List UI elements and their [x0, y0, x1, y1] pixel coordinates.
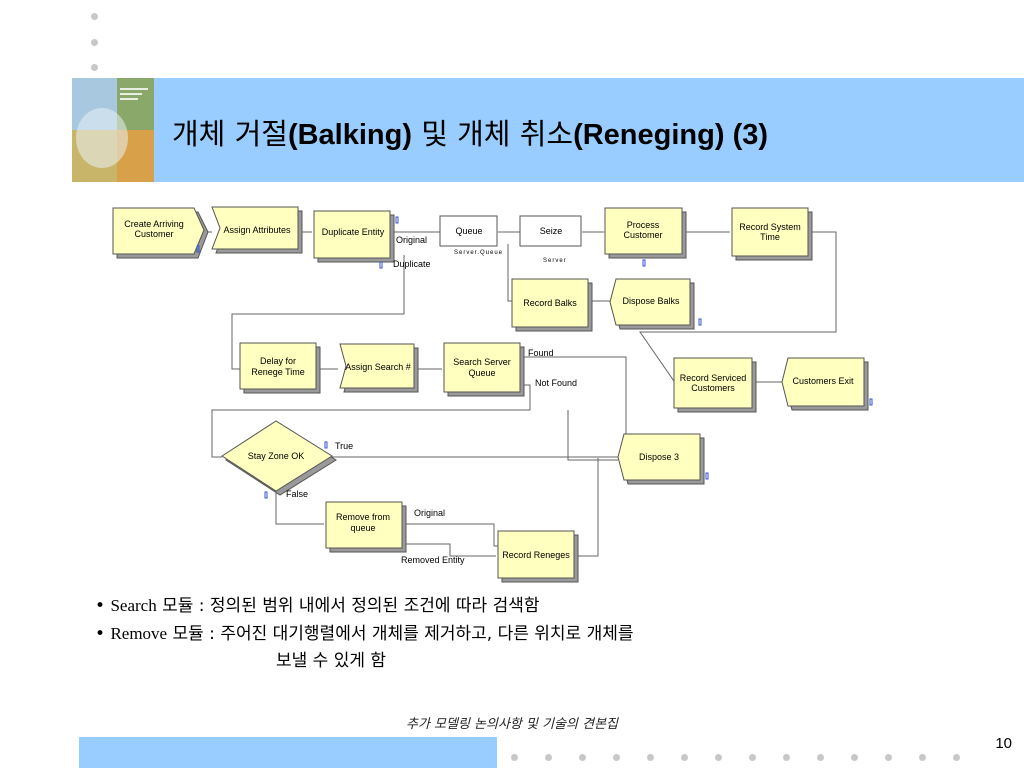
slide-title: 개체 거절(Balking) 및 개체 취소(Reneging) (3) [172, 117, 769, 151]
module-assign-search: Assign Search # [345, 362, 411, 372]
title-bar [72, 78, 1024, 182]
label-not-found: Not Found [535, 378, 577, 388]
bullet-search: • Search 모듈 : 정의된 범위 내에서 정의된 조건에 따라 검색함 [95, 596, 540, 616]
footer-caption: 추가 모델링 논의사항 및 기술의 견본집 [405, 717, 619, 732]
decor-dot [953, 754, 960, 761]
module-dispose-balks: Dispose Balks [622, 296, 680, 306]
decor-dot [715, 754, 722, 761]
module-record-reneges: Record Reneges [502, 550, 570, 560]
decor-dot [817, 754, 824, 761]
decor-dot [885, 754, 892, 761]
module-customers-exit: Customers Exit [792, 376, 854, 386]
label-true: True [335, 441, 353, 451]
decor-dot [91, 64, 98, 71]
module-assign-attributes: Assign Attributes [223, 225, 291, 235]
module-dispose-3: Dispose 3 [639, 452, 679, 462]
decor-dot [783, 754, 790, 761]
module-stay-zone-ok: Stay Zone OK [248, 451, 305, 461]
decor-dot [511, 754, 518, 761]
module-seize: Seize [540, 226, 563, 236]
label-removed-entity: Removed Entity [401, 555, 465, 565]
decor-dot [91, 13, 98, 20]
footer-bar [79, 737, 497, 768]
bullet-remove-cont: 보낼 수 있게 함 [276, 651, 387, 671]
decor-dot [579, 754, 586, 761]
decor-dot [647, 754, 654, 761]
label-false: False [286, 489, 308, 499]
module-duplicate-entity: Duplicate Entity [322, 227, 385, 237]
label-server-queue: Server.Queue [454, 250, 503, 256]
decor-dot [681, 754, 688, 761]
label-duplicate: Duplicate [393, 259, 431, 269]
decor-dot [919, 754, 926, 761]
decor-dot [91, 39, 98, 46]
decor-dot [851, 754, 858, 761]
decor-dot [749, 754, 756, 761]
page-number: 10 [995, 735, 1012, 752]
decor-dot [545, 754, 552, 761]
label-server: Server [543, 258, 567, 264]
book-cover-thumbnail [72, 78, 154, 182]
module-record-balks: Record Balks [523, 298, 577, 308]
module-queue: Queue [455, 226, 482, 236]
label-original: Original [396, 235, 427, 245]
bullet-remove: • Remove 모듈 : 주어진 대기행렬에서 개체를 제거하고, 다른 위치… [95, 624, 634, 644]
label-found: Found [528, 348, 554, 358]
decor-dot [613, 754, 620, 761]
bullet-list: • Search 모듈 : 정의된 범위 내에서 정의된 조건에 따라 검색함 … [95, 592, 634, 675]
label-original-remove: Original [414, 508, 445, 518]
